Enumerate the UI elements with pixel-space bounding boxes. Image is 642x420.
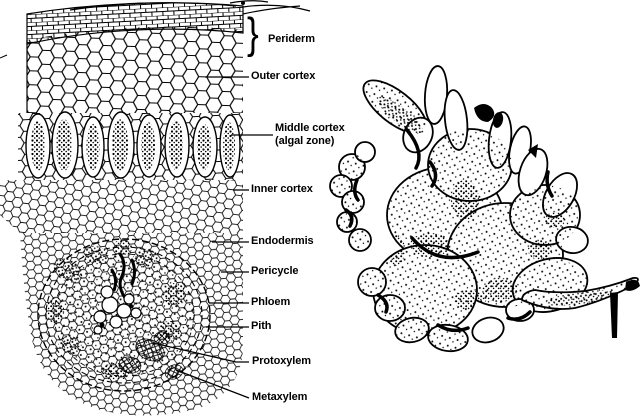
label-pith: Pith bbox=[251, 320, 272, 332]
label-protoxylem: Protoxylem bbox=[252, 355, 311, 367]
label-middle-cortex-line2: (algal zone) bbox=[275, 135, 335, 147]
label-middle-cortex-line1: Middle cortex bbox=[275, 122, 345, 134]
xylem-patches bbox=[118, 331, 184, 380]
periderm-brace: } bbox=[247, 9, 259, 58]
coralloid-root-illustration bbox=[329, 65, 640, 353]
leader-lines bbox=[152, 76, 273, 399]
label-inner-cortex: Inner cortex bbox=[251, 183, 313, 195]
label-periderm: Periderm bbox=[268, 33, 315, 45]
label-outer-cortex: Outer cortex bbox=[251, 70, 316, 82]
label-middle-cortex: Middle cortex (algal zone) bbox=[275, 122, 345, 148]
stele bbox=[37, 238, 211, 392]
label-phloem: Phloem bbox=[251, 296, 291, 308]
outer-cortex-layer bbox=[26, 26, 243, 113]
cross-section-illustration bbox=[0, 0, 311, 416]
shadow-accents bbox=[474, 104, 640, 338]
phloem-patches bbox=[46, 240, 186, 381]
stipple-texture bbox=[330, 70, 638, 350]
label-metaxylem: Metaxylem bbox=[252, 391, 308, 403]
inner-cortex-layer bbox=[0, 180, 243, 233]
label-endodermis: Endodermis bbox=[251, 235, 314, 247]
middle-cortex-algal-zone-layer bbox=[18, 111, 243, 180]
pith-cells bbox=[93, 285, 142, 335]
xylem-dark-marks bbox=[110, 252, 136, 300]
label-pericycle: Pericycle bbox=[251, 265, 299, 277]
